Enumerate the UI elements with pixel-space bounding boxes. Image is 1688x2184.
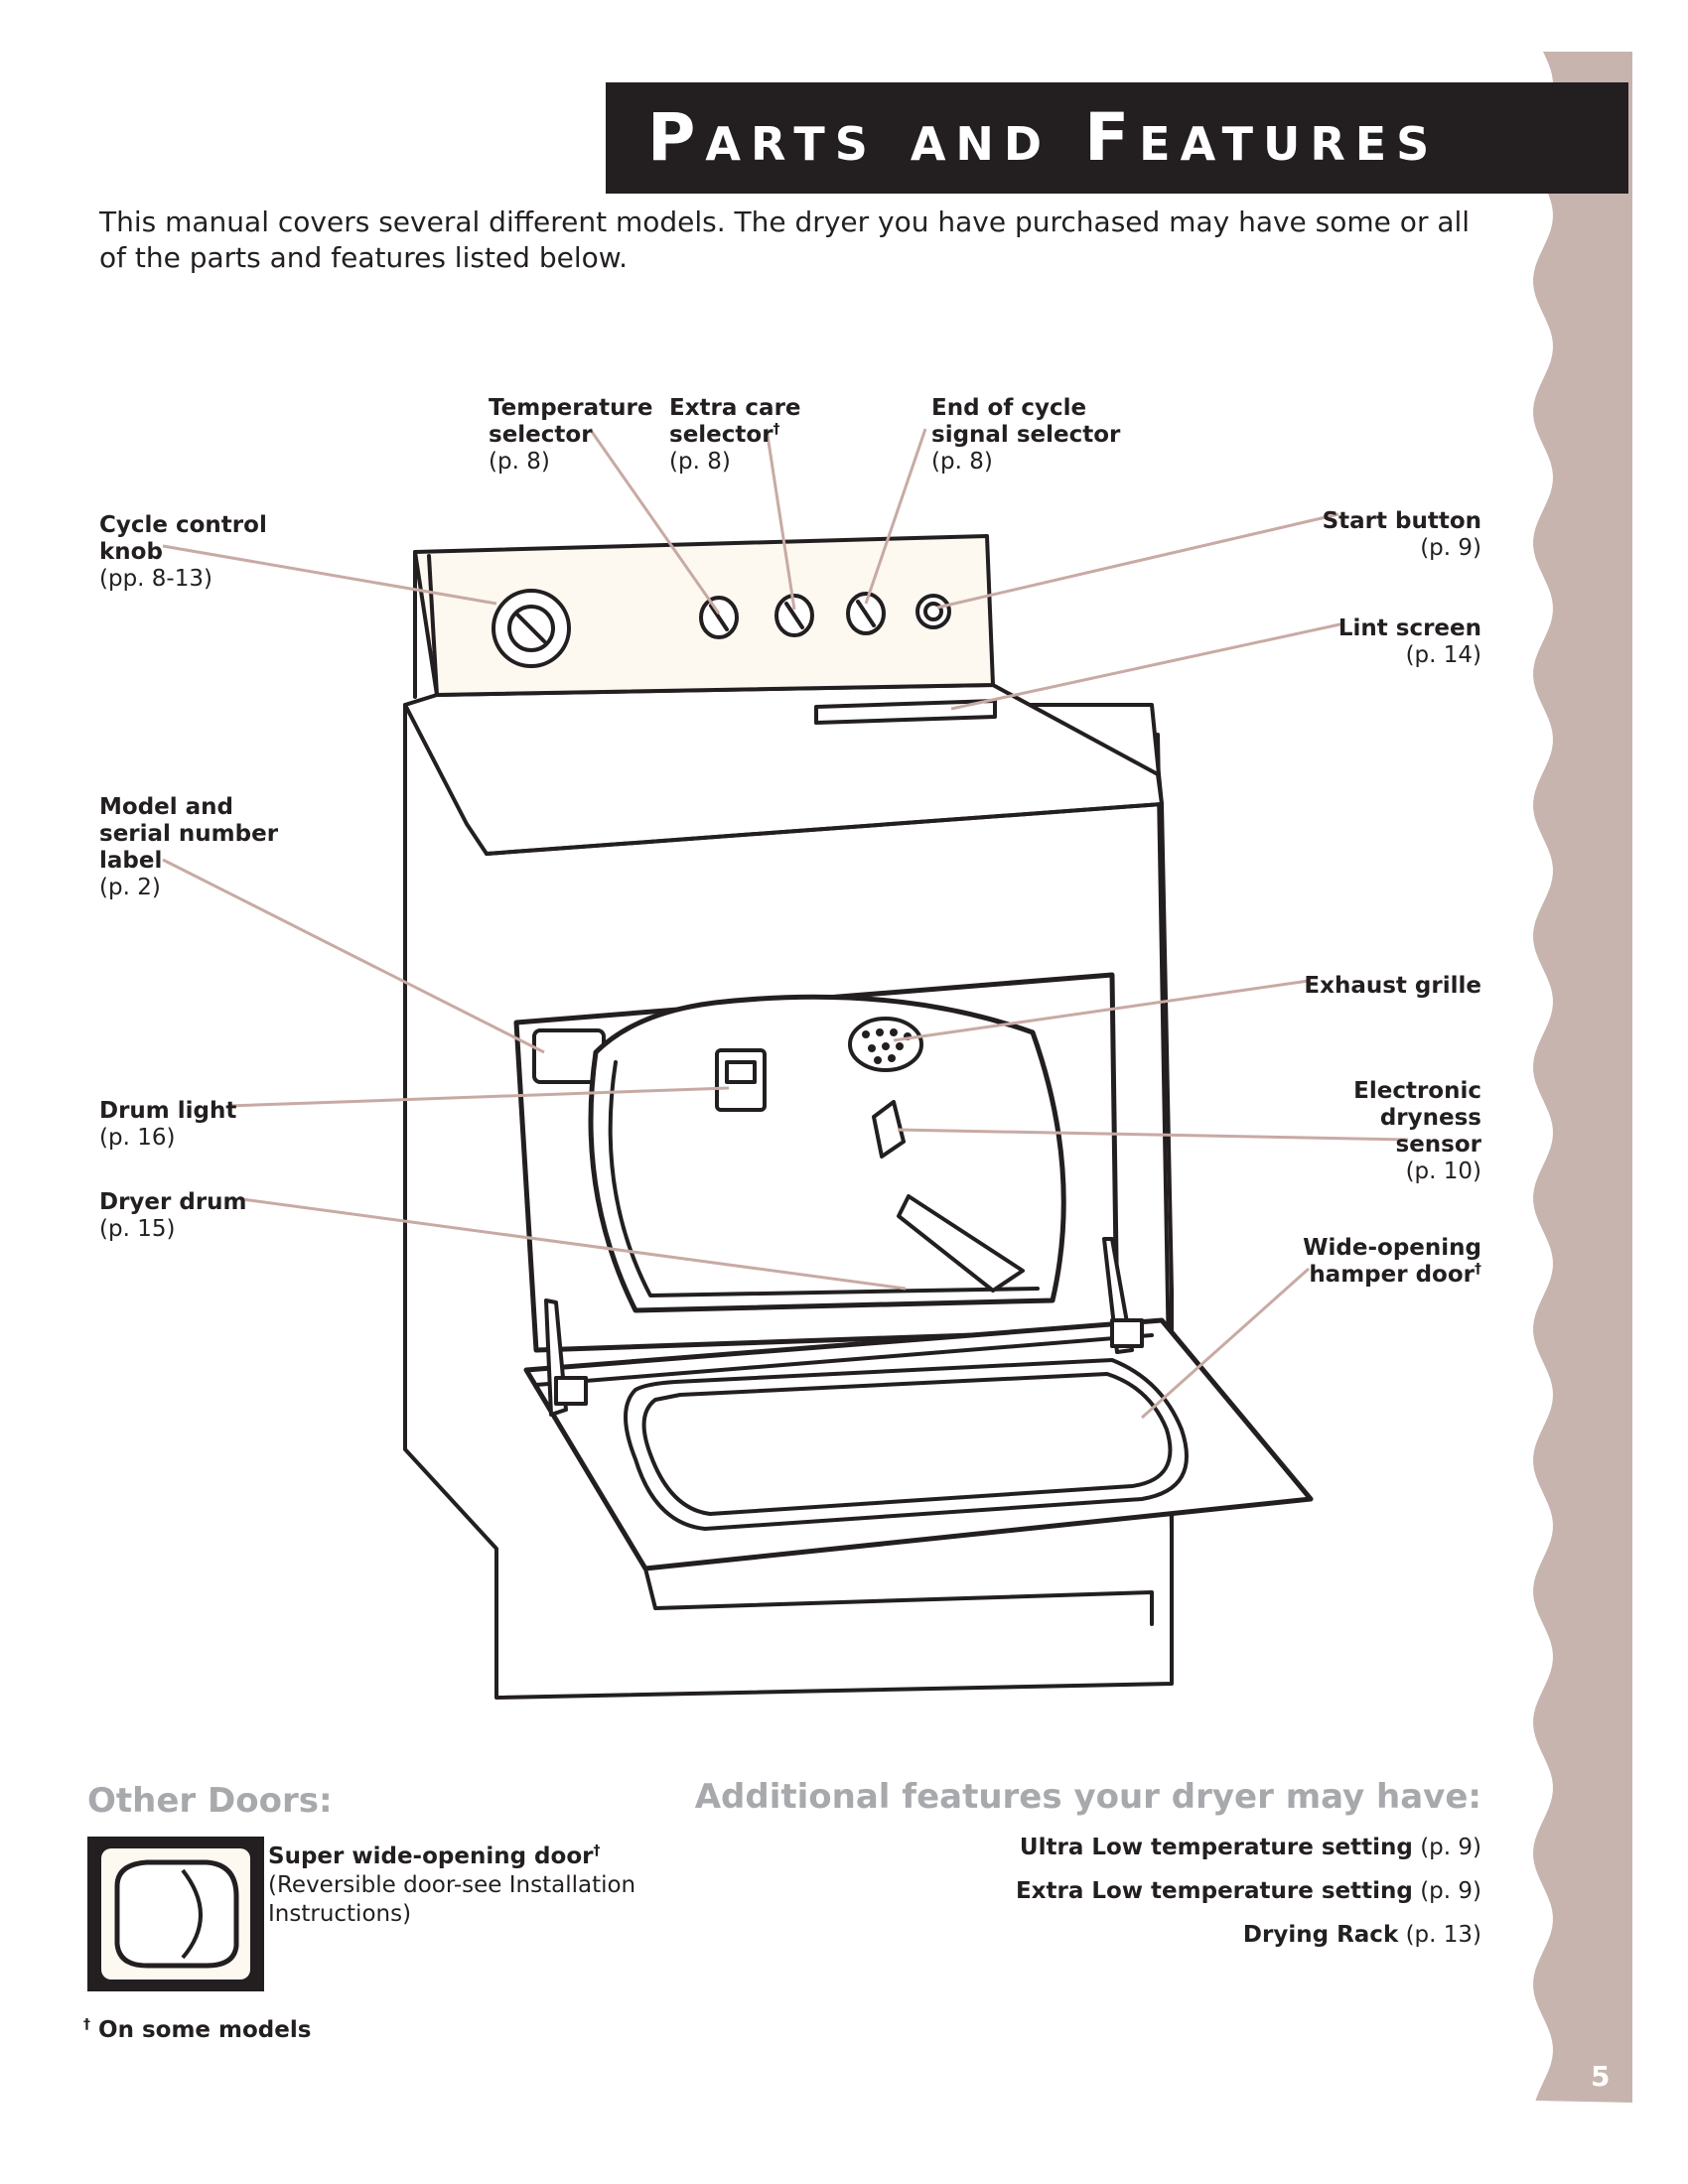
other-doors-heading: Other Doors: <box>87 1781 333 1821</box>
door-icon <box>87 1837 264 1991</box>
leader-lines <box>162 428 1409 1420</box>
hamper-door-panel <box>624 1358 1189 1531</box>
feature-extra-low: Extra Low temperature setting (p. 9) <box>1015 1878 1481 1904</box>
feature-drying-rack: Drying Rack (p. 13) <box>1242 1922 1481 1948</box>
dryness-sensor-drawing <box>872 1100 906 1159</box>
callout-hamper-door: Wide-opening hamper door† <box>1303 1235 1481 1288</box>
additional-features-heading: Additional features your dryer may have: <box>694 1777 1481 1817</box>
cycle-control-knob-drawing <box>492 589 571 668</box>
callout-exhaust-grille: Exhaust grille <box>1304 973 1481 999</box>
callout-start-button: Start button (p. 9) <box>1322 508 1481 561</box>
callout-lint-screen: Lint screen (p. 14) <box>1337 615 1481 668</box>
callout-extra-care-selector: Extra care selector† (p. 8) <box>669 395 801 475</box>
drum-baffle <box>897 1194 1025 1293</box>
extra-care-knob-drawing <box>774 594 814 637</box>
callout-model-serial-label: Model and serial number label (p. 2) <box>99 794 279 900</box>
callout-end-of-cycle-signal: End of cycle signal selector (p. 8) <box>931 395 1121 475</box>
side-decorative-strip <box>1533 52 1632 2103</box>
callout-electronic-dryness-sensor: Electronic dryness sensor (p. 10) <box>1353 1078 1481 1184</box>
callout-drum-light: Drum light (p. 16) <box>99 1098 237 1151</box>
lint-screen-slot <box>814 699 997 725</box>
page-number: 5 <box>1591 2060 1611 2093</box>
temperature-knob-drawing <box>699 596 739 639</box>
callout-dryer-drum: Dryer drum (p. 15) <box>99 1189 247 1242</box>
intro-text: This manual covers several different mod… <box>99 205 1471 274</box>
dryer-top <box>403 683 1164 856</box>
page-title: Parts and Features <box>606 82 1628 194</box>
start-button-drawing <box>915 594 951 629</box>
end-cycle-knob-drawing <box>846 592 886 635</box>
callout-temperature-selector: Temperature selector (p. 8) <box>489 395 653 475</box>
feature-ultra-low: Ultra Low temperature setting (p. 9) <box>1019 1835 1481 1860</box>
footnote: † On some models <box>83 2016 312 2043</box>
super-wide-door-text: Super wide-opening door† (Reversible doo… <box>268 1843 636 1927</box>
callout-cycle-control-knob: Cycle control knob (pp. 8-13) <box>99 512 267 592</box>
